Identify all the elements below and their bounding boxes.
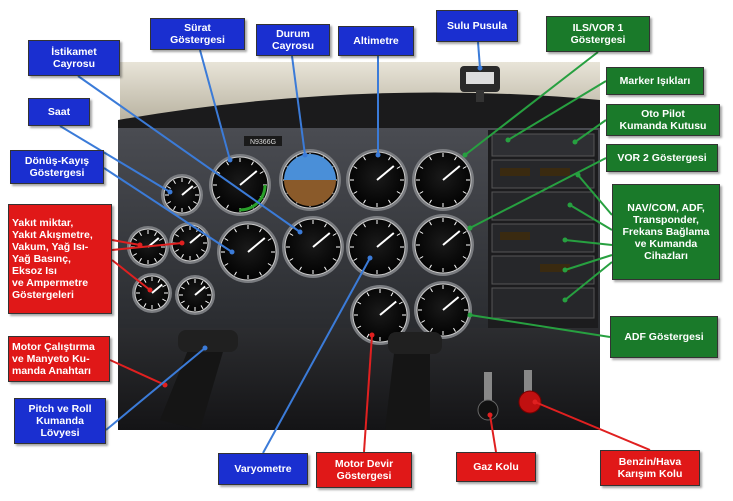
pointer-navcom-4-head [562, 267, 568, 273]
pointer-oto-pilot [574, 119, 607, 143]
pointer-yakit-3 [111, 242, 183, 251]
control-yoke-right [385, 332, 442, 430]
label-yakit-gostergeleri: Yakıt miktar, Yakıt Akışmetre, Vakum, Ya… [8, 204, 112, 314]
pointer-navcom-4 [564, 254, 613, 271]
pointer-pitch-roll [105, 347, 206, 431]
pointer-adf [469, 314, 611, 338]
pointer-saat [59, 125, 171, 193]
pointer-motor-calistirma-head [162, 382, 168, 388]
vsi-gauge [346, 216, 408, 278]
magnetic-compass [460, 66, 500, 102]
label-donus-kayis: Dönüş-Kayış Göstergesi [10, 150, 104, 184]
pointer-ils-vor1-head [462, 152, 468, 158]
pointer-navcom-5 [564, 261, 613, 301]
pointer-marker [507, 80, 607, 141]
pointer-navcom-3-head [562, 237, 568, 243]
pointer-yakit-2 [111, 259, 151, 291]
pointer-navcom-2-head [567, 202, 573, 208]
pointer-durum [291, 55, 306, 156]
label-motor-devir: Motor Devir Göstergesi [316, 452, 412, 488]
pointer-vor2 [469, 157, 607, 229]
pointer-motor-devir [363, 334, 373, 453]
pointer-donus-head [229, 249, 235, 255]
pointer-varyometre-head [367, 255, 373, 261]
label-benzin-hava: Benzin/Hava Karışım Kolu [600, 450, 700, 486]
turn-coordinator-gauge [217, 221, 279, 283]
pointer-yakit-2-head [147, 287, 153, 293]
pointer-sulu-pusula-head [477, 65, 483, 71]
pointer-istikamet-head [297, 229, 303, 235]
label-ils-vor1: ILS/VOR 1 Göstergesi [546, 16, 650, 52]
pointer-motor-calistirma [109, 359, 166, 386]
vor2-gauge [412, 214, 474, 276]
pointer-motor-devir-head [369, 332, 375, 338]
ils-vor1-gauge [412, 149, 474, 211]
attitude-gauge [279, 149, 341, 211]
pointer-navcom-3 [564, 239, 613, 246]
label-motor-calistirma: Motor Çalıştırma ve Manyeto Ku- manda An… [8, 336, 110, 382]
pointer-benzin-hava [534, 401, 651, 451]
label-istikamet-cayrosu: İstikamet Cayrosu [28, 40, 120, 76]
adf-gauge [414, 281, 472, 339]
pointer-yakit-1 [111, 239, 141, 246]
pointer-altimetre-head [375, 152, 381, 158]
label-gaz-kolu: Gaz Kolu [456, 452, 536, 482]
label-marker-isiklari: Marker Işıkları [606, 67, 704, 95]
label-surat-gostergesi: Sürat Göstergesi [150, 18, 245, 50]
pointer-oto-pilot-head [572, 139, 578, 145]
pointer-surat [199, 49, 231, 161]
pointer-yakit-3-head [179, 240, 185, 246]
label-oto-pilot: Oto Pilot Kumanda Kutusu [606, 104, 720, 136]
label-adf-gostergesi: ADF Göstergesi [610, 316, 718, 358]
avionics-units [491, 133, 595, 319]
pointer-istikamet [77, 75, 301, 233]
label-altimetre: Altimetre [338, 26, 414, 56]
pointer-navcom-1 [577, 174, 613, 216]
pointer-surat-head [227, 157, 233, 163]
pointer-gaz-kolu-head [487, 412, 493, 418]
pointer-ils-vor1 [464, 51, 599, 156]
oil-gauge-2 [175, 275, 215, 315]
label-vor2: VOR 2 Göstergesi [606, 144, 718, 172]
mixture-knob [518, 370, 542, 414]
registration-plate: N9366G [250, 139, 276, 146]
label-varyometre: Varyometre [218, 453, 308, 485]
pointer-adf-head [467, 312, 473, 318]
pointer-marker-head [505, 137, 511, 143]
gauges [127, 149, 474, 345]
pointer-durum-head [302, 152, 308, 158]
throttle-knob [477, 372, 499, 421]
pointer-sulu-pusula [477, 41, 481, 69]
pointer-benzin-hava-head [532, 399, 538, 405]
clock-gauge [161, 174, 203, 216]
control-yoke-left [160, 330, 238, 430]
label-saat: Saat [28, 98, 90, 126]
tachometer-gauge [350, 285, 410, 345]
pointer-gaz-kolu [489, 414, 497, 453]
pointer-donus [103, 167, 233, 253]
label-pitch-roll: Pitch ve Roll Kumanda Lövyesi [14, 398, 106, 444]
label-durum-cayrosu: Durum Cayrosu [256, 24, 330, 56]
label-navcom: NAV/COM, ADF, Transponder, Frekans Bağla… [612, 184, 720, 280]
pointer-pitch-roll-head [202, 345, 208, 351]
pointer-navcom-1-head [575, 172, 581, 178]
altimeter-gauge [346, 149, 408, 211]
pointer-vor2-head [467, 225, 473, 231]
label-sulu-pusula: Sulu Pusula [436, 10, 518, 42]
pointer-saat-head [167, 189, 173, 195]
pointer-navcom-5-head [562, 297, 568, 303]
pointer-varyometre [262, 257, 371, 454]
pointer-navcom-2 [569, 204, 613, 231]
